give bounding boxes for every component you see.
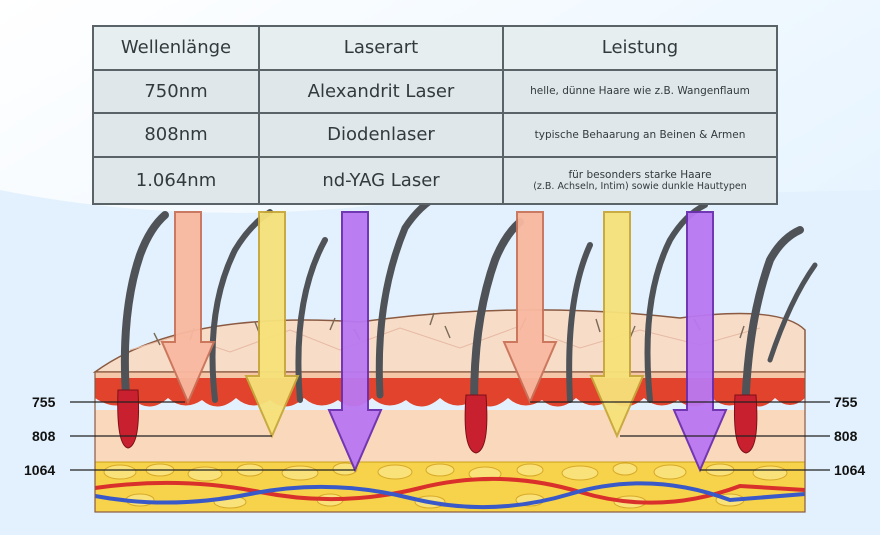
arrow-1064-right — [672, 211, 728, 473]
skin-outline — [94, 371, 806, 513]
depth-label-left-808: 808 — [32, 428, 56, 444]
cell-power-line2: (z.B. Achseln, Intim) sowie dunkle Hautt… — [533, 180, 747, 192]
depth-label-right-1064: 1064 — [834, 462, 865, 478]
hairs — [120, 191, 818, 434]
cell-power: typische Behaarung an Beinen & Armen — [502, 112, 778, 158]
table-row: 808nm Diodenlaser typische Behaarung an … — [92, 112, 778, 158]
cell-laser-type: Diodenlaser — [258, 112, 504, 158]
header-laser-type: Laserart — [258, 25, 504, 71]
header-power: Leistung — [502, 25, 778, 71]
table-row: 750nm Alexandrit Laser helle, dünne Haar… — [92, 68, 778, 115]
depth-lines — [70, 401, 830, 471]
cell-power-line1: für besonders starke Haare — [568, 168, 712, 181]
depth-label-right-808: 808 — [834, 428, 858, 444]
blood-vessel-red — [94, 476, 806, 505]
depth-label-right-755: 755 — [834, 394, 858, 410]
cell-wavelength: 808nm — [92, 112, 260, 158]
laser-comparison-table: Wellenlänge Laserart Leistung 750nm Alex… — [92, 25, 778, 206]
arrow-808-right — [589, 211, 645, 439]
header-wavelength: Wellenlänge — [92, 25, 260, 71]
cell-wavelength: 1.064nm — [92, 155, 260, 206]
cell-power: helle, dünne Haare wie z.B. Wangenflaum — [502, 68, 778, 115]
depth-labels: 755 808 1064 755 808 1064 — [24, 394, 865, 478]
table-header-row: Wellenlänge Laserart Leistung — [92, 25, 778, 71]
arrow-755-right — [502, 211, 558, 405]
arrow-808-left — [244, 211, 300, 439]
arrow-1064-left — [327, 211, 383, 473]
cell-power: für besonders starke Haare (z.B. Achseln… — [502, 155, 778, 206]
blood-vessel-blue — [94, 481, 806, 510]
cell-laser-type: nd-YAG Laser — [258, 155, 504, 206]
cell-wavelength: 750nm — [92, 68, 260, 115]
depth-label-left-755: 755 — [32, 394, 56, 410]
arrow-755-left — [160, 211, 216, 405]
depth-label-left-1064: 1064 — [24, 462, 55, 478]
cell-laser-type: Alexandrit Laser — [258, 68, 504, 115]
hair-bulbs — [117, 389, 758, 454]
table-row: 1.064nm nd-YAG Laser für besonders stark… — [92, 155, 778, 206]
